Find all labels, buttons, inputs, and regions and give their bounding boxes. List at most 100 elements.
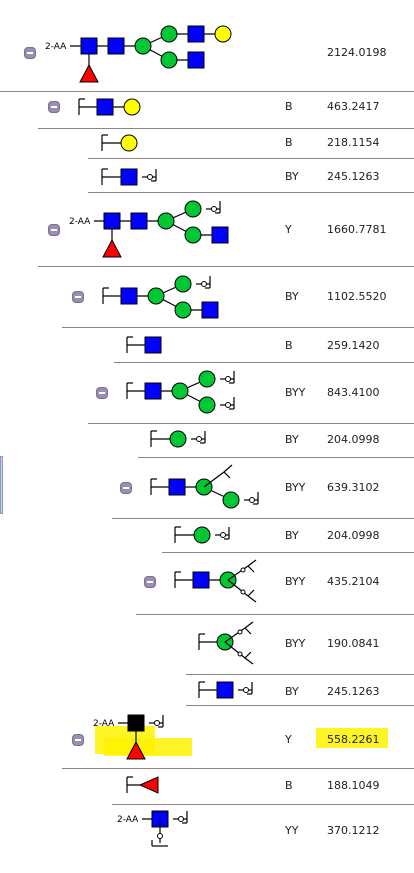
green-circle-mannose-icon bbox=[198, 396, 216, 414]
fragment-type: BY bbox=[285, 290, 299, 303]
green-circle-mannose-icon bbox=[171, 382, 189, 400]
fragment-type: BYY bbox=[285, 637, 306, 650]
fragment-type: BY bbox=[285, 685, 299, 698]
fragment-mass: 463.2417 bbox=[327, 100, 380, 113]
fragment-mass: 204.0998 bbox=[327, 529, 380, 542]
linkage-line bbox=[227, 579, 249, 597]
linkage-line bbox=[244, 651, 252, 659]
fragment-mass: 190.0841 bbox=[327, 637, 380, 650]
yellow-circle-galactose-icon bbox=[120, 134, 138, 152]
row-divider bbox=[112, 804, 414, 805]
row-divider bbox=[112, 518, 414, 519]
blue-square-glcnac-icon bbox=[168, 478, 186, 496]
linkage-line bbox=[247, 559, 257, 567]
fragment-mass: 558.2261 bbox=[327, 733, 380, 746]
collapse-minus-icon[interactable] bbox=[120, 482, 132, 494]
linkage-line bbox=[247, 589, 255, 597]
blue-square-glcnac-icon bbox=[187, 51, 205, 69]
collapse-minus-icon[interactable] bbox=[72, 291, 84, 303]
cross-ring-cleavage-icon bbox=[211, 206, 217, 212]
blue-square-glcnac-icon bbox=[103, 212, 121, 230]
green-circle-mannose-icon bbox=[157, 212, 175, 230]
linkage-line bbox=[244, 657, 254, 665]
green-circle-mannose-icon bbox=[174, 275, 192, 293]
fragment-type: B bbox=[285, 779, 293, 792]
green-circle-mannose-icon bbox=[147, 287, 165, 305]
green-circle-mannose-icon bbox=[184, 226, 202, 244]
blue-square-glcnac-icon bbox=[80, 37, 98, 55]
fragment-mass: 1102.5520 bbox=[327, 290, 387, 303]
row-divider bbox=[88, 423, 414, 424]
red-triangle-fucose-icon bbox=[126, 740, 146, 760]
cross-ring-cleavage-icon bbox=[240, 589, 246, 595]
highlight-mark bbox=[104, 738, 192, 756]
green-circle-mannose-icon bbox=[160, 25, 178, 43]
fragment-type: B bbox=[285, 136, 293, 149]
blue-square-glcnac-icon bbox=[187, 25, 205, 43]
collapse-minus-icon[interactable] bbox=[96, 387, 108, 399]
linkage-line bbox=[223, 471, 231, 479]
fragment-mass: 218.1154 bbox=[327, 136, 380, 149]
fragment-type: Y bbox=[285, 733, 292, 746]
linkage-line bbox=[223, 464, 233, 473]
collapse-minus-icon[interactable] bbox=[48, 101, 60, 113]
fragment-type: B bbox=[285, 100, 293, 113]
fragment-type: B bbox=[285, 339, 293, 352]
blue-square-glcnac-icon bbox=[96, 98, 114, 116]
reducing-end-label: 2-AA bbox=[117, 815, 139, 825]
fragment-type: BYY bbox=[285, 575, 306, 588]
cross-ring-cleavage-icon bbox=[147, 174, 153, 180]
linkage-line bbox=[203, 471, 225, 488]
cross-ring-cleavage-icon bbox=[201, 281, 207, 287]
cross-ring-cleavage-icon bbox=[237, 651, 243, 657]
fragment-type: BYY bbox=[285, 481, 306, 494]
fragment-mass: 245.1263 bbox=[327, 170, 380, 183]
collapse-minus-icon[interactable] bbox=[24, 47, 36, 59]
fragment-type: YY bbox=[285, 824, 299, 837]
fragment-type: BY bbox=[285, 529, 299, 542]
highlight-mark bbox=[316, 728, 388, 748]
row-divider bbox=[62, 768, 414, 769]
blue-square-glcnac-icon bbox=[120, 287, 138, 305]
reducing-end-label: 2-AA bbox=[69, 217, 91, 227]
red-triangle-fucose-icon bbox=[102, 238, 122, 258]
fragment-mass: 1660.7781 bbox=[327, 223, 387, 236]
blue-square-glcnac-icon bbox=[201, 301, 219, 319]
cross-ring-cleavage-icon bbox=[157, 833, 163, 839]
blue-square-glcnac-icon bbox=[211, 226, 229, 244]
row-divider bbox=[186, 674, 414, 675]
fragment-mass: 639.3102 bbox=[327, 481, 380, 494]
reducing-end-label: 2-AA bbox=[45, 42, 67, 52]
yellow-circle-galactose-icon bbox=[123, 98, 141, 116]
scroll-indicator[interactable] bbox=[0, 456, 3, 514]
fragment-type: BYY bbox=[285, 386, 306, 399]
collapse-minus-icon[interactable] bbox=[48, 224, 60, 236]
cross-ring-cleavage-icon bbox=[220, 532, 226, 538]
fragment-mass: 370.1212 bbox=[327, 824, 380, 837]
cross-ring-cleavage-icon bbox=[240, 567, 246, 573]
green-circle-mannose-icon bbox=[184, 200, 202, 218]
blue-square-glcnac-icon bbox=[144, 336, 162, 354]
linkage-line bbox=[247, 595, 257, 603]
cross-ring-cleavage-icon bbox=[225, 402, 231, 408]
green-circle-mannose-icon bbox=[193, 526, 211, 544]
row-divider bbox=[114, 362, 414, 363]
red-triangle-fucose-icon bbox=[138, 776, 159, 794]
collapse-minus-icon[interactable] bbox=[72, 734, 84, 746]
green-circle-mannose-icon bbox=[134, 37, 152, 55]
reducing-end-label: 2-AA bbox=[93, 719, 115, 729]
linkage-line bbox=[247, 565, 255, 573]
blue-square-glcnac-icon bbox=[120, 168, 138, 186]
row-divider bbox=[88, 158, 414, 159]
linkage-line bbox=[244, 621, 254, 629]
green-circle-mannose-icon bbox=[160, 51, 178, 69]
collapse-minus-icon[interactable] bbox=[144, 576, 156, 588]
fragment-type: BY bbox=[285, 170, 299, 183]
blue-square-glcnac-icon bbox=[144, 382, 162, 400]
blue-square-glcnac-icon bbox=[127, 714, 145, 732]
row-divider bbox=[38, 266, 414, 267]
blue-square-glcnac-icon bbox=[192, 571, 210, 589]
fragment-mass: 2124.0198 bbox=[327, 46, 387, 59]
